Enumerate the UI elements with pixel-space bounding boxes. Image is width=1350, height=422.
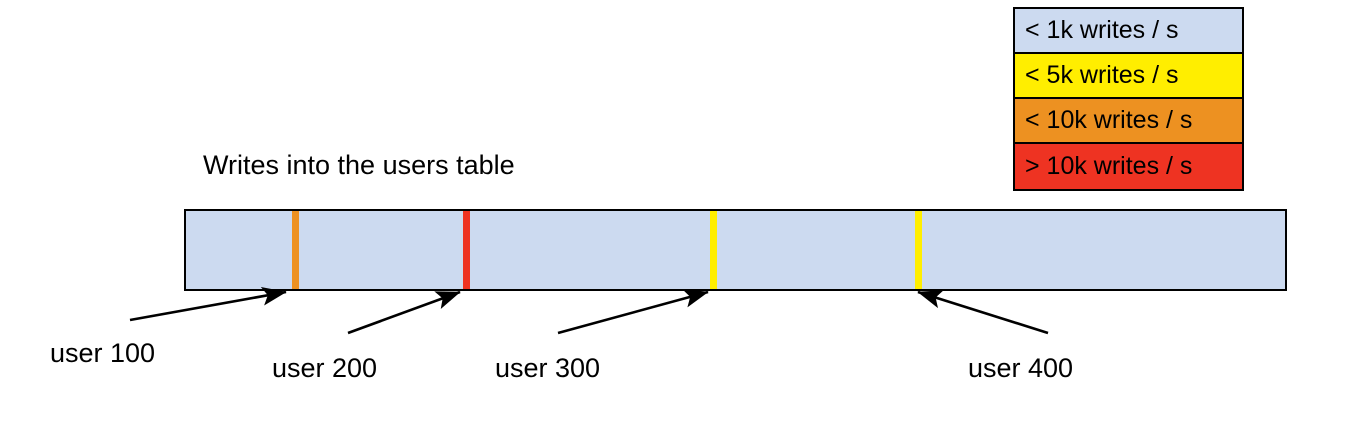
user-200-marker: [462, 211, 470, 289]
legend-item-label: < 5k writes / s: [1025, 61, 1179, 89]
legend-item-label: > 10k writes / s: [1025, 152, 1193, 180]
annotation-label-user-300: user 300: [495, 353, 601, 383]
legend-item-lt-1k: < 1k writes / s: [1015, 9, 1242, 54]
user-400-marker: [914, 211, 922, 289]
legend-item-lt-10k: < 10k writes / s: [1015, 99, 1242, 144]
user-300-marker: [710, 211, 718, 289]
annotation-arrow-user-300: [557, 289, 709, 335]
legend-item-gt-10k: > 10k writes / s: [1015, 144, 1242, 189]
annotation-arrow-user-400: [917, 290, 1049, 335]
write-rate-legend: < 1k writes / s < 5k writes / s < 10k wr…: [1013, 7, 1244, 191]
legend-item-lt-5k: < 5k writes / s: [1015, 54, 1242, 99]
legend-item-label: < 10k writes / s: [1025, 106, 1193, 134]
annotation-label-user-400: user 400: [968, 353, 1074, 383]
users-table-keyspace-bar: [184, 209, 1287, 291]
annotation-label-user-200: user 200: [272, 353, 378, 383]
user-100-marker: [291, 211, 299, 289]
chart-title: Writes into the users table: [203, 150, 515, 180]
legend-item-label: < 1k writes / s: [1025, 16, 1179, 44]
annotation-arrow-user-200: [347, 290, 461, 335]
annotation-arrow-user-100: [129, 287, 287, 322]
annotation-label-user-100: user 100: [50, 338, 156, 368]
